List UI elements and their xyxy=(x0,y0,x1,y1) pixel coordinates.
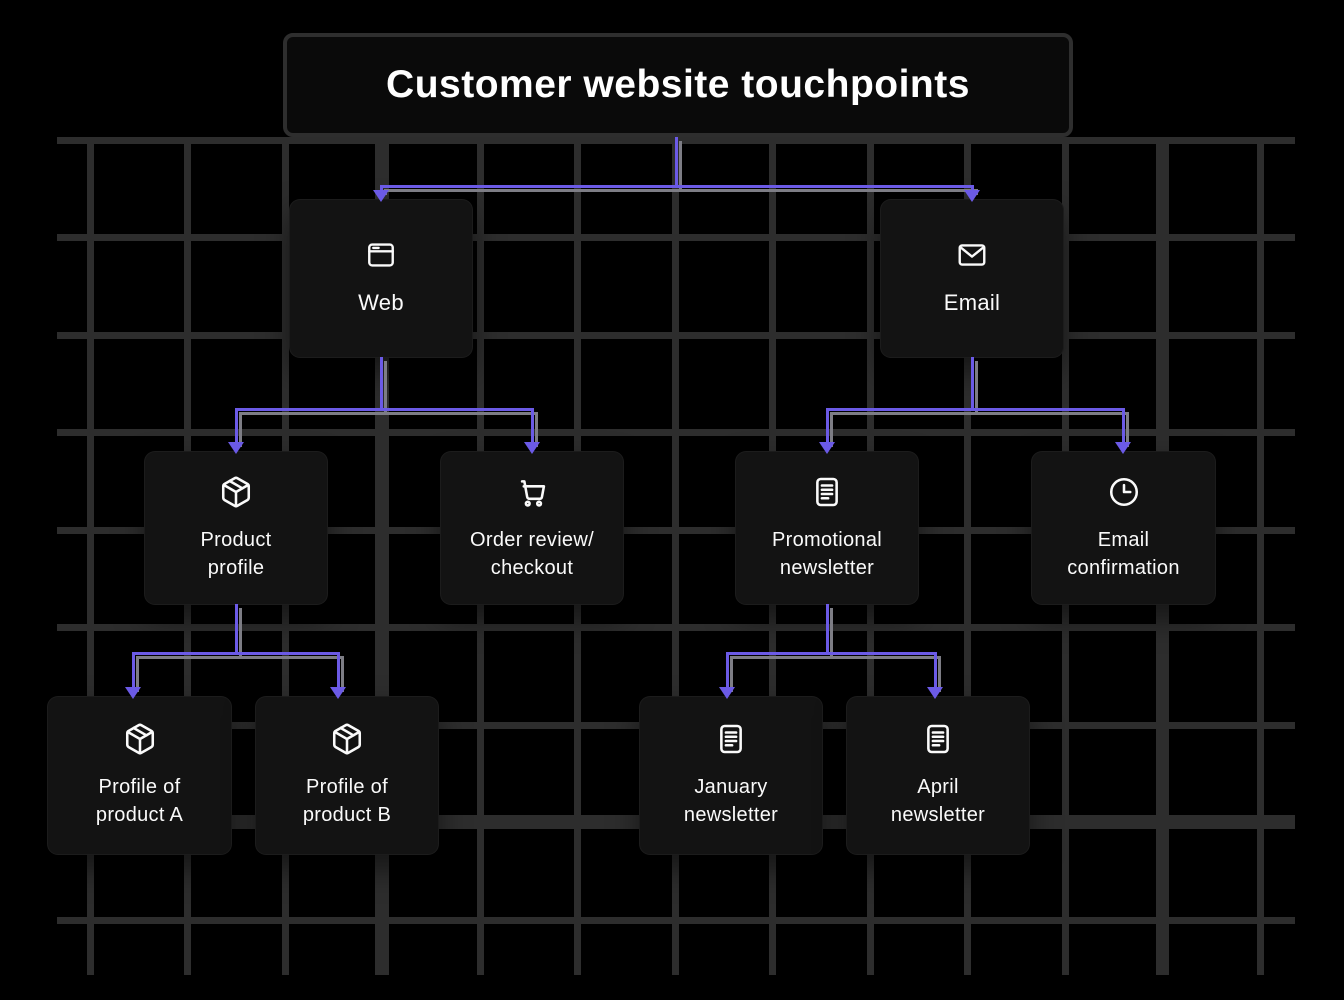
connector-trunk xyxy=(234,604,238,653)
cart-icon xyxy=(515,475,549,509)
node-product-profile[interactable]: Product profile xyxy=(145,452,327,604)
connector-drop xyxy=(131,653,135,688)
connector-drop xyxy=(336,653,340,688)
node-label: Profile of product A xyxy=(95,776,184,826)
newsletter-icon xyxy=(714,722,748,756)
grid-line-vertical xyxy=(1256,137,1264,975)
package-icon xyxy=(219,475,253,509)
node-profile-of-product-a[interactable]: Profile of product A xyxy=(48,697,231,854)
package-icon xyxy=(123,722,157,756)
node-profile-of-product-b[interactable]: Profile of product B xyxy=(256,697,438,854)
node-label: Product profile xyxy=(200,528,272,579)
node-promotional-newsletter[interactable]: Promotional newsletter xyxy=(736,452,918,604)
connector-trunk xyxy=(379,357,383,409)
connector-drop xyxy=(234,409,238,443)
connector-bar xyxy=(379,184,974,188)
newsletter-icon xyxy=(810,475,844,509)
node-january-newsletter[interactable]: January newsletter xyxy=(640,697,822,854)
connector-drop xyxy=(725,653,729,688)
node-label: Web xyxy=(358,289,404,315)
connector-drop xyxy=(530,409,534,443)
node-label: April newsletter xyxy=(890,776,986,826)
node-label: Profile of product B xyxy=(302,776,392,826)
node-label: Email xyxy=(943,289,1001,315)
envelope-icon xyxy=(956,239,988,271)
node-label: Promotional newsletter xyxy=(771,528,883,579)
diagram-title: Customer website touchpoints xyxy=(386,63,970,106)
node-label: January newsletter xyxy=(683,776,779,826)
grid-line-vertical xyxy=(671,137,679,975)
node-email[interactable]: Email xyxy=(881,200,1063,357)
node-web[interactable]: Web xyxy=(290,200,472,357)
node-april-newsletter[interactable]: April newsletter xyxy=(847,697,1029,854)
connector-trunk xyxy=(674,137,678,186)
connector-bar xyxy=(725,651,937,655)
connector-drop xyxy=(970,186,974,191)
connector-drop xyxy=(933,653,937,688)
grid-line-vertical xyxy=(86,137,94,975)
connector-drop xyxy=(1121,409,1125,443)
node-label: Email confirmation xyxy=(1067,528,1180,579)
clock-icon xyxy=(1107,475,1141,509)
connector-trunk xyxy=(970,357,974,409)
grid-line-vertical xyxy=(963,137,971,975)
node-label: Order review/ checkout xyxy=(470,528,594,579)
package-icon xyxy=(330,722,364,756)
node-email-confirmation[interactable]: Email confirmation xyxy=(1032,452,1215,604)
connector-trunk xyxy=(825,604,829,653)
diagram-title-node[interactable]: Customer website touchpoints xyxy=(283,33,1073,137)
connector-drop xyxy=(825,409,829,443)
connector-bar xyxy=(234,407,534,411)
connector-bar xyxy=(825,407,1125,411)
browser-icon xyxy=(365,239,397,271)
node-order-review-checkout[interactable]: Order review/ checkout xyxy=(441,452,623,604)
connector-bar xyxy=(131,651,340,655)
newsletter-icon xyxy=(921,722,955,756)
connector-drop xyxy=(379,186,383,191)
